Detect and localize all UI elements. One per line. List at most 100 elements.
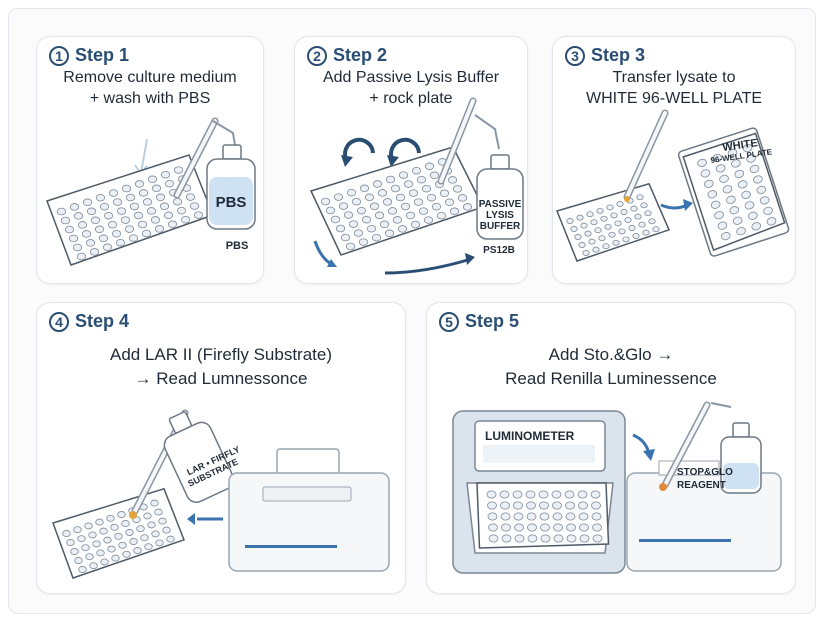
- well: [584, 230, 592, 237]
- well: [100, 558, 109, 566]
- well: [486, 490, 497, 499]
- description-line-1: Add LAR II (Firefly Substrate): [109, 345, 333, 364]
- well: [500, 512, 511, 521]
- well: [64, 225, 75, 234]
- arrow-left-icon: [187, 513, 223, 525]
- rocking-arrow-icon: [313, 240, 475, 275]
- well: [577, 490, 588, 499]
- well: [612, 239, 620, 246]
- well: [116, 207, 127, 215]
- well: [405, 211, 416, 220]
- well: [106, 514, 115, 522]
- well: [628, 225, 636, 231]
- well: [193, 211, 204, 219]
- well: [592, 246, 600, 253]
- well: [766, 217, 777, 226]
- well: [566, 523, 576, 532]
- step-4-description: Add LAR II (Firefly Substrate) → Read Lu…: [37, 343, 405, 391]
- well: [741, 190, 751, 199]
- well: [600, 215, 608, 222]
- well: [358, 238, 369, 246]
- well: [712, 153, 723, 163]
- well: [525, 490, 536, 499]
- well: [622, 236, 630, 243]
- well: [369, 202, 380, 211]
- well: [333, 193, 344, 201]
- well: [753, 175, 763, 184]
- well: [488, 523, 498, 532]
- well: [166, 535, 175, 543]
- step-3-description: Transfer lysate to WHITE 96-WELL PLATE: [553, 67, 795, 109]
- well: [582, 250, 590, 256]
- well: [356, 206, 367, 215]
- well: [756, 185, 767, 194]
- well: [112, 198, 123, 206]
- well: [176, 206, 187, 215]
- well: [590, 490, 601, 499]
- well: [103, 211, 114, 220]
- well: [351, 197, 362, 206]
- well: [742, 143, 753, 153]
- description-line-1: Add Sto.&Glo →: [548, 345, 674, 364]
- description-line-2: WHITE 96-WELL PLATE: [585, 90, 763, 107]
- well: [125, 193, 136, 202]
- well: [136, 525, 145, 533]
- plate-body: [555, 182, 671, 262]
- well: [638, 221, 646, 228]
- well: [514, 534, 525, 543]
- well: [578, 242, 586, 248]
- well: [129, 538, 138, 545]
- plate-body: [682, 132, 786, 252]
- step-number-badge: 1: [49, 45, 69, 66]
- well: [134, 180, 145, 188]
- well: [384, 229, 395, 238]
- well: [73, 212, 84, 220]
- description-line-1: Remove culture medium: [63, 69, 237, 86]
- well: [70, 548, 79, 555]
- well: [501, 534, 512, 543]
- well: [618, 228, 626, 235]
- well: [81, 230, 92, 238]
- well: [400, 202, 411, 211]
- well: [121, 520, 130, 527]
- well: [578, 501, 588, 510]
- well: [124, 225, 135, 233]
- well: [74, 557, 83, 564]
- well: [449, 207, 460, 216]
- device-label: LUMINOMETER: [485, 429, 575, 443]
- well: [574, 234, 582, 240]
- step-4-header: 4 Step 4: [49, 311, 129, 332]
- well: [512, 490, 523, 499]
- step-5-description: Add Sto.&Glo → Read Renilla Luminessence: [427, 343, 795, 391]
- well: [164, 179, 175, 188]
- pipette-icon: [173, 117, 236, 199]
- step-4-illustration: LAR • FIRFLY SUBSTRATE: [52, 409, 390, 579]
- well: [115, 238, 126, 247]
- bottle-label-line-1: PASSIVE: [479, 199, 522, 210]
- well: [591, 501, 601, 510]
- well: [707, 190, 718, 199]
- well: [128, 234, 139, 242]
- well: [88, 531, 97, 539]
- well: [592, 534, 603, 543]
- well: [95, 518, 104, 526]
- well: [103, 536, 112, 544]
- well: [111, 554, 120, 562]
- well: [426, 193, 437, 202]
- well: [634, 213, 642, 220]
- well: [447, 176, 458, 184]
- well: [527, 534, 538, 543]
- well: [72, 243, 83, 252]
- well: [580, 222, 588, 229]
- well: [147, 521, 156, 529]
- well: [160, 170, 171, 179]
- well: [565, 512, 576, 521]
- well: [564, 490, 575, 499]
- well: [418, 207, 429, 215]
- well: [727, 148, 738, 158]
- step-4-panel: 4 Step 4 Add LAR II (Firefly Substrate) …: [36, 302, 406, 594]
- well: [570, 226, 578, 232]
- description-line-1: Add Passive Lysis Buffer: [322, 69, 500, 86]
- well: [144, 543, 153, 551]
- well: [348, 220, 359, 228]
